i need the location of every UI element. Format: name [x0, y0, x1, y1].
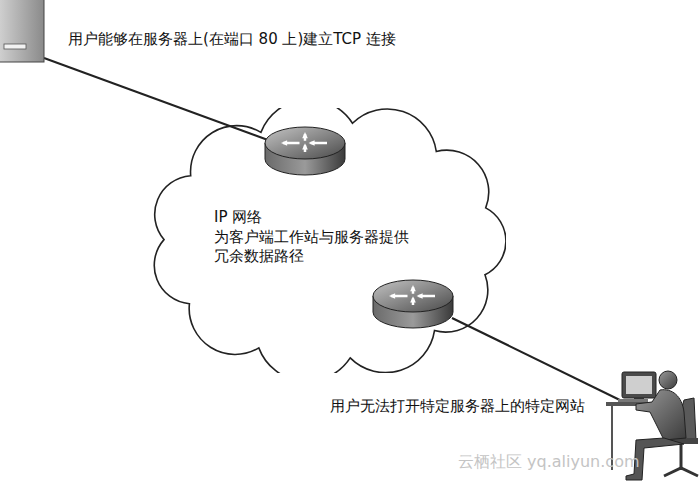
cloud-heading: IP 网络 — [214, 208, 424, 228]
watermark: 云栖社区 yq.aliyun.com — [458, 452, 640, 471]
router-symbol — [373, 280, 453, 328]
network-wires — [44, 58, 628, 404]
router-symbol — [265, 127, 345, 175]
client-caption: 用户无法打开特定服务器上的特定网站 — [330, 397, 585, 415]
server-icon — [0, 0, 44, 62]
network-cable — [452, 318, 628, 404]
network-cable — [44, 58, 276, 143]
cloud-description: 为客户端工作站与服务器提供 冗余数据路径 — [214, 228, 424, 267]
network-cloud: IP 网络为客户端工作站与服务器提供 冗余数据路径 — [150, 108, 506, 373]
server-caption: 用户能够在服务器上(在端口 80 上)建立TCP 连接 — [68, 30, 396, 48]
